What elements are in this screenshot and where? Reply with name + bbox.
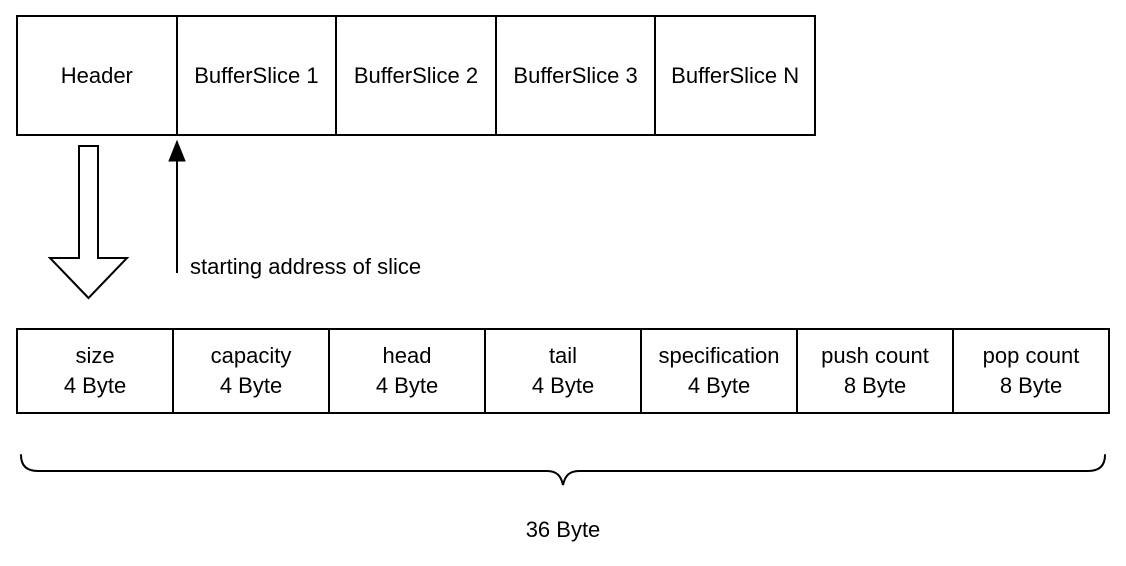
struct-field-size: 8 Byte (999, 373, 1063, 398)
brace-icon (20, 454, 1106, 486)
slice-annotation: starting address of slice (190, 254, 422, 279)
struct-cell-push-count: push count 8 Byte (798, 328, 954, 414)
down-block-arrow-icon (47, 145, 130, 300)
buffer-cell-slice-n: BufferSlice N (656, 15, 816, 136)
buffer-cell-label: Header (60, 62, 133, 88)
buffer-cell-label: BufferSlice 1 (194, 62, 319, 88)
struct-cell-specification: specification 4 Byte (642, 328, 798, 414)
buffer-cell-header: Header (16, 15, 178, 136)
buffer-cell-label: BufferSlice N (671, 62, 800, 88)
struct-field-name: head (382, 343, 432, 368)
struct-field-size: 4 Byte (63, 373, 127, 398)
struct-cell-size: size 4 Byte (16, 328, 174, 414)
buffer-cell-slice-2: BufferSlice 2 (337, 15, 497, 136)
struct-field-name: push count (821, 343, 929, 368)
struct-field-size: 4 Byte (531, 373, 595, 398)
up-arrow-head-icon (168, 139, 186, 162)
struct-field-size: 4 Byte (375, 373, 439, 398)
struct-field-size: 8 Byte (843, 373, 907, 398)
struct-field-name: pop count (982, 343, 1080, 368)
struct-cell-tail: tail 4 Byte (486, 328, 642, 414)
struct-field-name: tail (548, 343, 578, 368)
struct-cell-capacity: capacity 4 Byte (174, 328, 330, 414)
buffer-cell-slice-1: BufferSlice 1 (177, 15, 338, 136)
buffer-row: Header BufferSlice 1 BufferSlice 2 Buffe… (16, 15, 816, 136)
struct-field-size: 4 Byte (687, 373, 751, 398)
struct-cell-head: head 4 Byte (330, 328, 486, 414)
header-struct-row: size 4 Byte capacity 4 Byte head 4 Byte … (16, 328, 1110, 414)
struct-field-name: size (75, 343, 115, 368)
struct-field-name: capacity (210, 343, 292, 368)
struct-field-size: 4 Byte (219, 373, 283, 398)
struct-field-name: specification (658, 343, 780, 368)
buffer-cell-slice-3: BufferSlice 3 (496, 15, 657, 136)
brace-total-size-label: 36 Byte (525, 517, 601, 542)
struct-cell-pop-count: pop count 8 Byte (954, 328, 1110, 414)
buffer-cell-label: BufferSlice 3 (513, 62, 638, 88)
buffer-cell-label: BufferSlice 2 (353, 62, 479, 88)
